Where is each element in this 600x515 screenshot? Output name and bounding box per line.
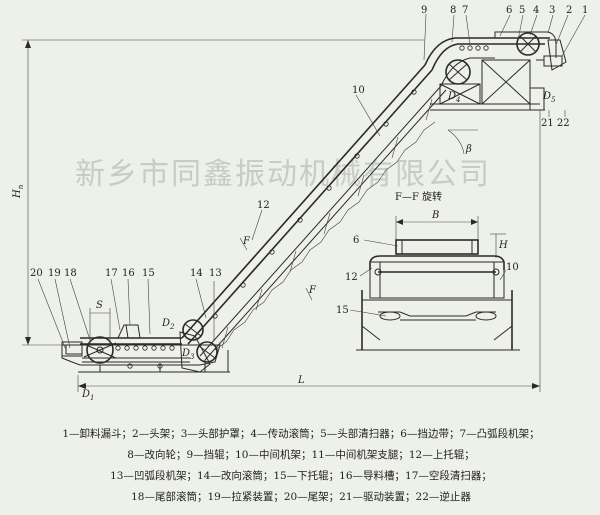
- section-label-12: 12: [345, 272, 358, 283]
- cross-section-view: F—F 旋转 B H: [349, 190, 520, 351]
- watermark-text: 新乡市同鑫振动机械有限公司: [75, 157, 491, 192]
- label-14: 14: [190, 268, 203, 279]
- legend-line-3: 13—凹弧段机架；14—改向滚筒；15—下托辊；16—导料槽；17—空段清扫器；: [110, 470, 492, 482]
- label-f-upper: F: [242, 236, 251, 247]
- label-10: 10: [352, 85, 365, 96]
- legend-line-2: 8—改向轮；9—挡辊；10—中间机架；11—中间机架支腿；12—上托辊；: [127, 449, 475, 461]
- label-7: 7: [462, 5, 468, 16]
- label-13: 13: [209, 268, 222, 279]
- label-21-22: 21 22: [541, 118, 570, 129]
- label-15: 15: [142, 268, 155, 279]
- label-s: S: [96, 300, 103, 311]
- discharge-funnel: [547, 39, 567, 71]
- label-beta: β: [465, 144, 472, 155]
- label-l: L: [297, 375, 305, 386]
- section-label-10: 10: [506, 262, 519, 273]
- label-hn: Hn: [12, 184, 25, 199]
- label-d3: D3: [181, 348, 195, 361]
- label-1: 1: [582, 5, 588, 16]
- label-4: 4: [533, 5, 539, 16]
- parts-legend: 1—卸料漏斗；2—头架；3—头部护罩；4—传动滚筒；5—头部清扫器；6—挡边带；…: [8, 424, 594, 508]
- label-17: 17: [105, 268, 118, 279]
- bend-pulley-d3: [196, 341, 218, 363]
- label-5: 5: [519, 5, 525, 16]
- label-9: 9: [421, 5, 427, 16]
- label-d4: D4: [447, 91, 461, 104]
- tail-pulley: [86, 336, 114, 364]
- label-d1: D1: [81, 389, 95, 402]
- label-19: 19: [48, 268, 61, 279]
- label-d5: D5: [542, 91, 556, 104]
- section-label-15: 15: [336, 305, 349, 316]
- label-f-lower: F: [308, 285, 317, 296]
- label-20: 20: [30, 268, 43, 279]
- drive-pulley-d5: [516, 32, 540, 56]
- legend-line-4: 18—尾部滚筒；19—拉紧装置；20—尾架；21—驱动装置；22—逆止器: [131, 491, 471, 503]
- legend-line-1: 1—卸料漏斗；2—头架；3—头部护罩；4—传动滚筒；5—头部清扫器；6—挡边带；…: [62, 428, 540, 440]
- label-8: 8: [450, 5, 456, 16]
- label-2: 2: [566, 5, 572, 16]
- label-h: H: [498, 240, 508, 251]
- bend-pulley-d2: [182, 319, 204, 341]
- label-d2: D2: [161, 318, 175, 331]
- conveyor-side-view: [22, 13, 586, 392]
- label-12: 12: [257, 200, 270, 211]
- inclined-frame: [181, 64, 447, 361]
- label-16: 16: [122, 268, 135, 279]
- label-6: 6: [506, 5, 512, 16]
- guide-chute: [117, 324, 141, 339]
- head-frame: [424, 31, 567, 111]
- label-b: B: [431, 210, 439, 221]
- section-title: F—F 旋转: [395, 190, 442, 203]
- section-label-6: 6: [353, 235, 359, 246]
- label-18: 18: [64, 268, 77, 279]
- label-3: 3: [549, 5, 555, 16]
